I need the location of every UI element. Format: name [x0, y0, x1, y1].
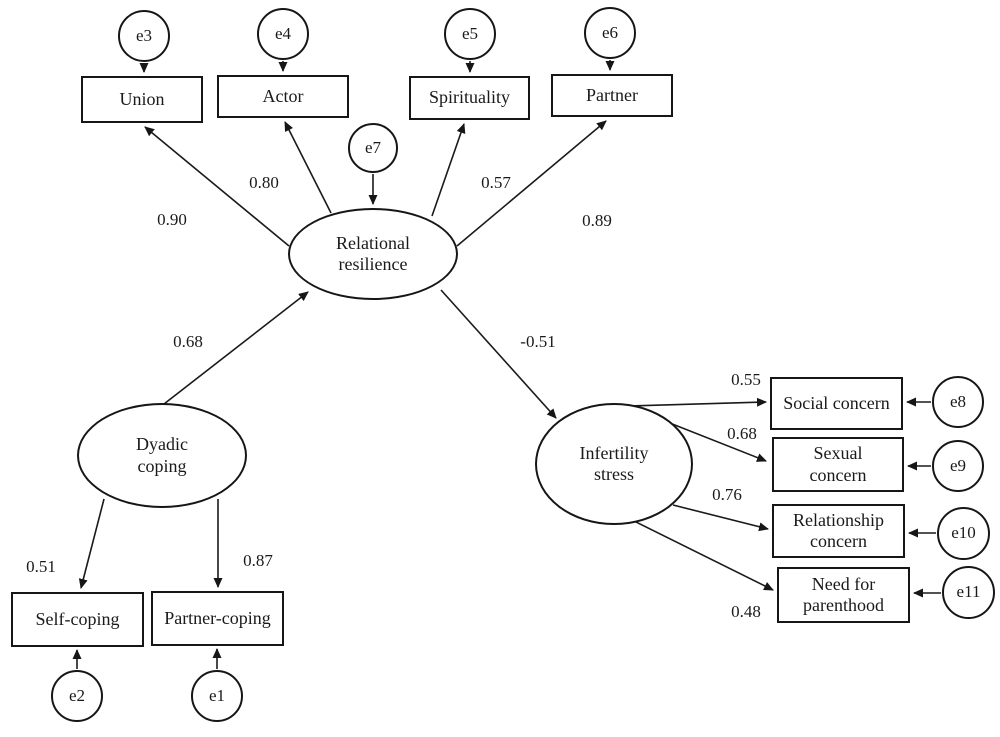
ellipse-relational-resilience: Relational resilience [288, 208, 458, 300]
ellipse-dyadic-coping: Dyadic coping [77, 403, 247, 508]
coef-relational-partner: 0.89 [582, 211, 612, 230]
coef-dyadic-relational: 0.68 [173, 332, 203, 351]
box-spirituality-label: Spirituality [429, 87, 510, 108]
ellipse-infertility-stress: Infertility stress [535, 403, 693, 525]
error-e11-label: e11 [956, 582, 981, 602]
box-spirituality: Spirituality [409, 76, 530, 120]
error-e3: e3 [118, 10, 170, 62]
box-relationship-concern-line2: concern [810, 531, 867, 551]
error-e2: e2 [51, 670, 103, 722]
box-need-parenthood-line2: parenthood [803, 595, 884, 615]
relational-resilience-line1: Relational [336, 232, 410, 253]
dyadic-coping-line1: Dyadic [136, 434, 188, 455]
box-self-coping: Self-coping [11, 592, 144, 647]
box-actor: Actor [217, 75, 349, 118]
error-e5-label: e5 [461, 23, 479, 43]
error-e8-label: e8 [949, 391, 967, 411]
box-relationship-concern: Relationship concern [772, 504, 905, 558]
error-e8: e8 [932, 376, 984, 428]
coef-infertility-relationship: 0.76 [712, 485, 742, 504]
error-e6-label: e6 [601, 22, 619, 42]
coef-dyadic-partnercoping: 0.87 [243, 551, 273, 570]
coef-relational-spirituality: 0.57 [481, 173, 511, 192]
error-e5: e5 [444, 8, 496, 60]
box-social-concern: Social concern [770, 377, 903, 430]
box-sexual-concern: Sexual concern [772, 437, 904, 492]
infertility-stress-line1: Infertility [579, 442, 649, 463]
arrow-dyadic-relational [163, 291, 309, 405]
error-e1-label: e1 [208, 685, 226, 705]
box-social-concern-label: Social concern [783, 392, 890, 413]
arrow-infertility-social [628, 397, 767, 407]
arrow-dyadic-selfcoping [78, 498, 105, 589]
box-union-label: Union [119, 88, 165, 109]
arrow-relational-partner [456, 120, 607, 247]
infertility-stress-line2: stress [594, 464, 634, 484]
coef-infertility-need: 0.48 [731, 602, 761, 621]
coef-relational-actor: 0.80 [249, 173, 279, 192]
arrow-relational-union [144, 126, 290, 247]
box-relationship-concern-line1: Relationship [793, 509, 884, 530]
arrow-infertility-relationship [672, 504, 769, 532]
error-e10: e10 [937, 507, 990, 560]
error-e4: e4 [257, 8, 309, 60]
relational-resilience-line2: resilience [338, 254, 408, 274]
error-e9-label: e9 [949, 455, 967, 475]
error-e9: e9 [932, 440, 984, 492]
box-self-coping-label: Self-coping [35, 608, 120, 629]
arrow-relational-spirituality [431, 123, 466, 217]
dyadic-coping-line2: coping [137, 455, 187, 476]
coef-dyadic-selfcoping: 0.51 [26, 557, 56, 576]
box-union: Union [81, 76, 203, 123]
error-e10-label: e10 [951, 523, 976, 543]
coef-infertility-social: 0.55 [731, 370, 761, 389]
box-need-parenthood: Need for parenthood [777, 567, 910, 623]
arrow-infertility-need [633, 520, 774, 591]
error-e6: e6 [584, 7, 636, 59]
coef-relational-infertility: -0.51 [520, 332, 556, 351]
coef-relational-union: 0.90 [157, 210, 187, 229]
box-actor-label: Actor [262, 85, 304, 106]
error-e7-label: e7 [364, 137, 382, 157]
error-e11: e11 [942, 566, 995, 619]
coef-infertility-sexual: 0.68 [727, 424, 757, 443]
box-partner-coping: Partner-coping [151, 591, 284, 646]
box-partner-label: Partner [586, 84, 638, 105]
box-sexual-concern-line1: Sexual [813, 443, 863, 464]
error-e3-label: e3 [135, 25, 153, 45]
error-e4-label: e4 [274, 23, 292, 43]
arrow-relational-infertility [440, 289, 557, 419]
box-partner-coping-label: Partner-coping [164, 607, 271, 628]
box-partner: Partner [551, 74, 673, 117]
error-e7: e7 [348, 123, 398, 173]
box-need-parenthood-line1: Need for [811, 573, 876, 594]
error-e2-label: e2 [68, 685, 86, 705]
arrow-relational-actor [284, 121, 332, 214]
error-e1: e1 [191, 670, 243, 722]
box-sexual-concern-line2: concern [809, 464, 867, 485]
